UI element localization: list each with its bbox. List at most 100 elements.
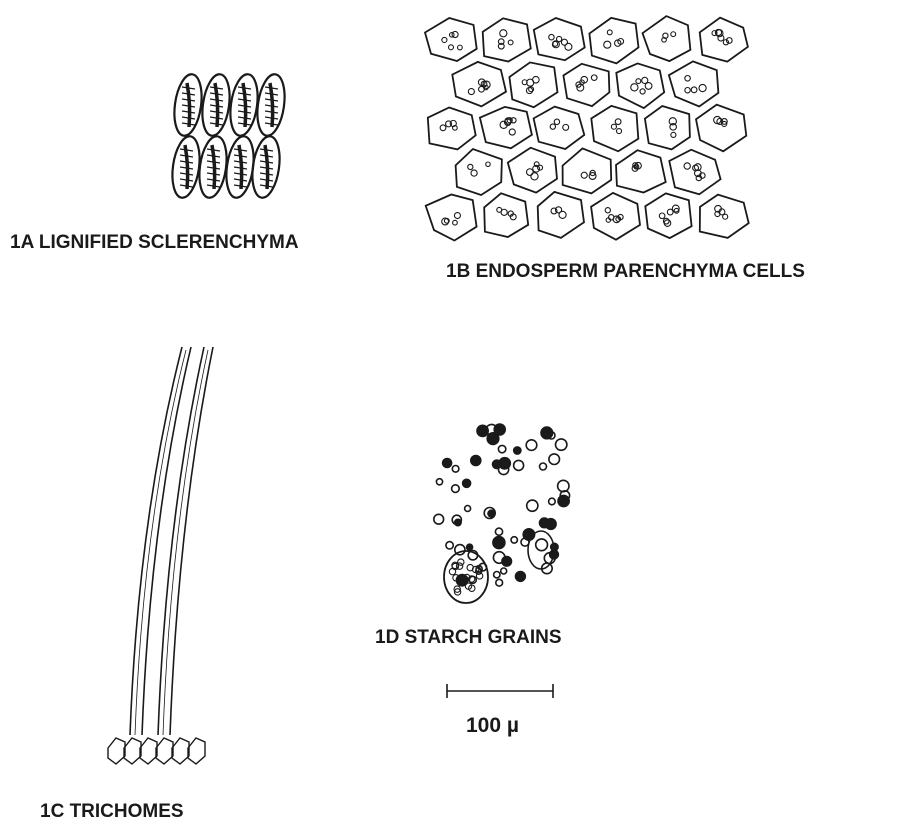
starch-grain xyxy=(558,480,569,491)
starch-grain xyxy=(526,440,537,451)
parenchyma-cell xyxy=(645,106,690,149)
caption-lignified-sclerenchyma: 1A LIGNIFIED SCLERENCHYMA xyxy=(10,232,299,254)
starch-grain xyxy=(467,544,473,550)
cell-lumen xyxy=(187,83,190,127)
parenchyma-cell xyxy=(563,148,612,193)
aleurone-grain xyxy=(550,124,555,129)
sclerenchyma-drawing xyxy=(169,72,288,199)
aleurone-grain xyxy=(468,164,473,169)
aleurone-grain xyxy=(642,77,648,83)
starch-grain xyxy=(536,539,548,551)
parenchyma-cell xyxy=(425,18,477,61)
starch-grain xyxy=(502,557,512,567)
aleurone-grain xyxy=(659,213,665,219)
aleurone-grain xyxy=(591,75,597,81)
starch-grain xyxy=(471,456,481,466)
parenchyma-cell xyxy=(428,108,476,150)
aleurone-grain xyxy=(611,124,616,129)
aleurone-grain xyxy=(640,89,645,94)
cell-lumen xyxy=(265,145,268,189)
epidermal-cell xyxy=(188,738,205,764)
parenchyma-cell xyxy=(616,63,664,108)
aleurone-grain xyxy=(449,45,454,50)
aleurone-grain xyxy=(454,213,460,219)
epidermal-cell xyxy=(124,738,141,764)
starch-grain xyxy=(540,463,547,470)
parenchyma-cell xyxy=(456,149,502,195)
starch-grain xyxy=(549,454,560,465)
parenchyma-cell xyxy=(563,64,609,106)
aleurone-grain xyxy=(684,163,690,169)
aleurone-grain xyxy=(442,37,447,42)
parenchyma-cell xyxy=(669,61,719,106)
starch-grain xyxy=(501,568,507,574)
aleurone-grain xyxy=(508,40,513,45)
parenchyma-cell xyxy=(589,18,638,64)
aleurone-grain xyxy=(581,172,587,178)
starch-grain xyxy=(516,572,526,582)
aleurone-grain xyxy=(486,162,490,166)
starch-granule xyxy=(458,559,464,565)
aleurone-grain xyxy=(699,84,706,91)
epidermal-cell xyxy=(140,738,157,764)
starch-grain xyxy=(494,572,500,578)
parenchyma-cell xyxy=(616,150,666,192)
parenchyma-cell xyxy=(534,107,585,149)
aleurone-grain xyxy=(636,79,641,84)
aleurone-grain xyxy=(549,34,554,39)
parenchyma-cell xyxy=(538,192,584,238)
aleurone-grain xyxy=(685,87,690,92)
aleurone-grain xyxy=(631,84,638,91)
cell-lumen xyxy=(239,145,242,189)
starch-grain xyxy=(556,439,567,450)
starch-grain xyxy=(514,460,524,470)
starch-grain xyxy=(493,537,505,549)
starch-grain xyxy=(498,445,505,452)
starch-grain xyxy=(452,485,460,493)
starch-grain xyxy=(436,479,442,485)
parenchyma-cell xyxy=(534,18,585,60)
aleurone-grain xyxy=(527,169,534,176)
aleurone-grain xyxy=(561,39,567,45)
parenchyma-cell xyxy=(483,18,531,61)
starch-grain xyxy=(434,514,444,524)
starch-grain xyxy=(465,506,471,512)
scale-bar-label: 100 µ xyxy=(466,714,519,738)
aleurone-grain xyxy=(500,30,507,37)
aleurone-grain xyxy=(440,125,446,131)
aleurone-grain xyxy=(671,32,676,37)
aleurone-grain xyxy=(554,119,559,124)
aleurone-grain xyxy=(685,75,691,81)
aleurone-grain xyxy=(605,208,610,213)
starch-grain xyxy=(527,500,538,511)
aleurone-grain xyxy=(509,129,515,135)
cell-lumen xyxy=(215,83,218,127)
aleurone-grain xyxy=(453,220,458,225)
cell-lumen xyxy=(212,145,215,189)
aleurone-grain xyxy=(458,45,463,50)
aleurone-grain xyxy=(671,132,676,137)
starch-grain xyxy=(494,424,505,435)
aleurone-grain xyxy=(607,30,612,35)
aleurone-grain xyxy=(691,87,697,93)
aleurone-grain xyxy=(527,79,534,86)
starch-grain xyxy=(495,528,502,535)
starch-grain xyxy=(511,537,517,543)
caption-endosperm-parenchyma: 1B ENDOSPERM PARENCHYMA CELLS xyxy=(446,261,805,283)
parenchyma-cell xyxy=(700,195,749,238)
aleurone-grain xyxy=(563,124,569,130)
cell-lumen xyxy=(243,83,246,127)
aleurone-grain xyxy=(615,119,621,125)
aleurone-grain xyxy=(723,214,728,219)
aleurone-grain xyxy=(559,211,566,218)
aleurone-grain xyxy=(471,170,477,176)
cell-lumen xyxy=(185,145,188,189)
starch-grains-drawing xyxy=(434,424,570,603)
aleurone-grain xyxy=(604,41,611,48)
aleurone-grain xyxy=(531,173,538,180)
scale-bar xyxy=(447,684,553,698)
epidermal-cell xyxy=(108,738,125,764)
epidermal-cell xyxy=(172,738,189,764)
parenchyma-cell xyxy=(426,195,477,241)
